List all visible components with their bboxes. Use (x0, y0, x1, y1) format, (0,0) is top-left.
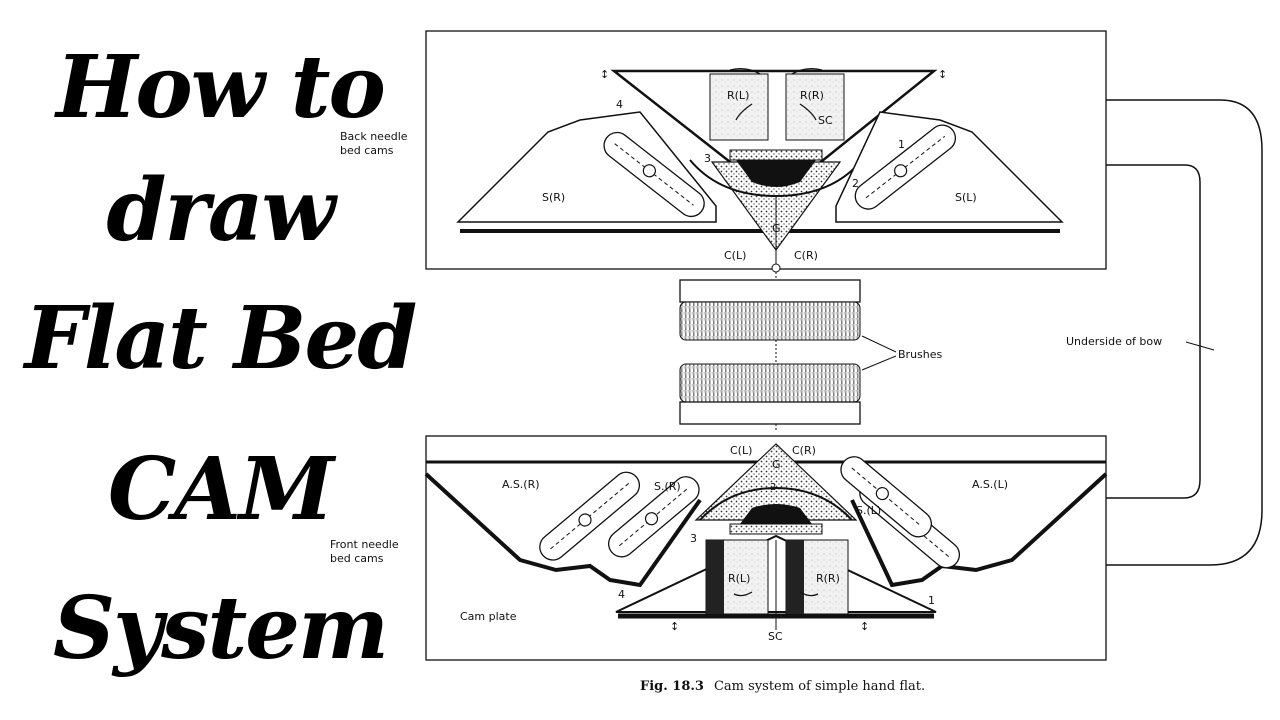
figure-caption-text: Cam system of simple hand flat. (713, 679, 926, 694)
back-label-2: 2 (852, 177, 859, 190)
title-line-5: System (53, 578, 389, 679)
front-label-2: 2 (770, 482, 776, 493)
title-line-3: Flat Bed (24, 288, 418, 389)
back-label-1: 1 (898, 138, 905, 151)
back-label-c-l: C(L) (724, 249, 746, 262)
updown-arrow-icon: ↕ (938, 68, 947, 81)
title-line-2: draw (106, 160, 335, 261)
front-label-s-r: S.(R) (654, 480, 681, 493)
back-label-s-l: S(L) (955, 191, 977, 204)
front-label-r-l: R(L) (728, 572, 750, 585)
front-label-4: 4 (618, 588, 625, 601)
front-needle-bed-panel: ↕ ↕ Front needle bed cams Cam plate A.S.… (330, 435, 1108, 661)
brushes-label: Brushes (898, 348, 943, 361)
title-line-4: CAM (107, 439, 334, 540)
back-label-sc: SC (818, 114, 833, 127)
front-label-1: 1 (928, 594, 935, 607)
back-label-r-l: R(L) (727, 89, 749, 102)
title-line-1: How to (56, 37, 386, 138)
back-label-3: 3 (704, 152, 711, 165)
back-label-g: G (772, 222, 781, 235)
back-needle-bed-label-1: Back needle (340, 130, 408, 143)
back-label-c-r: C(R) (794, 249, 818, 262)
front-label-c-r: C(R) (792, 444, 816, 457)
back-needle-bed-label-2: bed cams (340, 144, 394, 157)
front-label-g: G (772, 458, 781, 471)
front-label-r-r: R(R) (816, 572, 840, 585)
updown-arrow-icon: ↕ (670, 620, 679, 633)
front-label-c-l: C(L) (730, 444, 752, 457)
front-label-sc: SC (768, 630, 783, 643)
bow-connector: Underside of bow (1066, 99, 1263, 566)
back-label-4: 4 (616, 98, 623, 111)
figure-caption: Fig. 18.3 Cam system of simple hand flat. (640, 679, 925, 694)
updown-arrow-icon: ↕ (600, 68, 609, 81)
figure-number: Fig. 18.3 (640, 679, 704, 694)
back-label-r-r: R(R) (800, 89, 824, 102)
front-needle-bed-label-1: Front needle (330, 538, 399, 551)
front-label-s-l: S.(L) (856, 504, 881, 517)
cam-plate-label: Cam plate (460, 610, 517, 623)
brushes-group: Brushes (679, 272, 943, 432)
front-label-as-l: A.S.(L) (972, 478, 1008, 491)
back-label-s-r: S(R) (542, 191, 565, 204)
front-label-3: 3 (690, 532, 697, 545)
back-needle-bed-panel: ↕ ↕ Back needle bed cams R(L) R(R (340, 30, 1107, 273)
front-needle-bed-label-2: bed cams (330, 552, 384, 565)
underside-of-bow-label: Underside of bow (1066, 335, 1162, 348)
front-label-as-r: A.S.(R) (502, 478, 540, 491)
updown-arrow-icon: ↕ (860, 620, 869, 633)
